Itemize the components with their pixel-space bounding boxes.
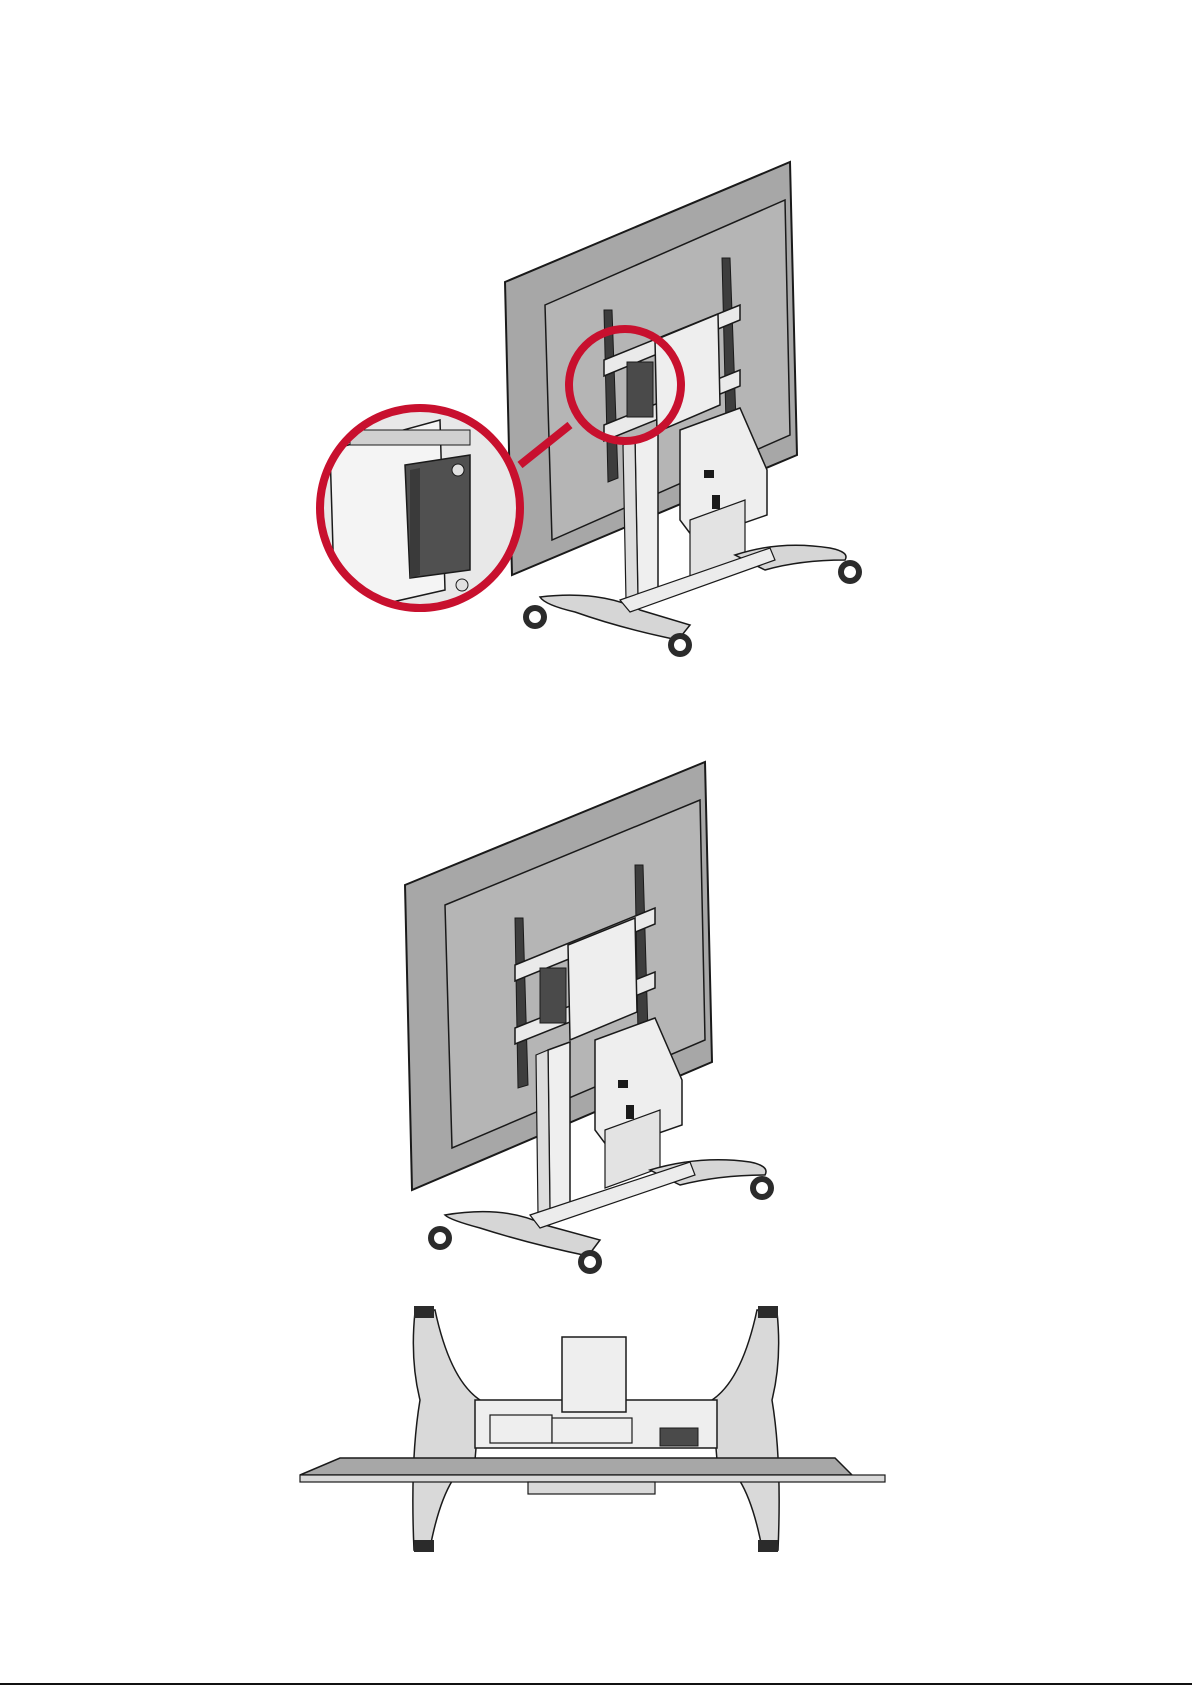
computer-bracket xyxy=(660,1428,698,1446)
stand-drawing-top xyxy=(0,140,1192,680)
stand-illustration-top-view xyxy=(0,1290,1192,1580)
display-panel-edge xyxy=(300,1458,885,1494)
stand-illustration-assembled xyxy=(0,750,1192,1290)
stand-column xyxy=(536,1042,570,1216)
stand-frame xyxy=(475,1337,717,1448)
stand-column xyxy=(623,432,658,602)
stand-illustration-callout xyxy=(0,140,1192,680)
stand-drawing-top-view xyxy=(0,1290,1192,1580)
computer-bracket xyxy=(540,968,566,1023)
stand-drawing-mid xyxy=(0,750,1192,1290)
computer-bracket xyxy=(627,362,653,417)
